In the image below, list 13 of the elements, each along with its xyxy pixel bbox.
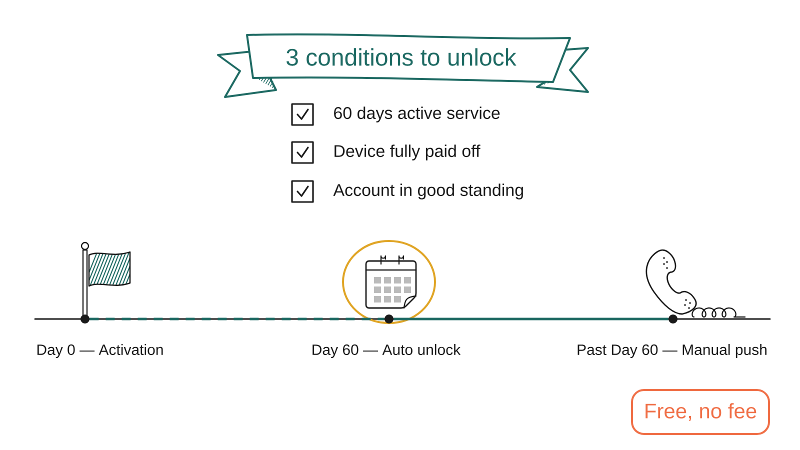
milestone-label: Past Day 60 — Manual push (578, 344, 766, 358)
timeline-segment (90, 318, 384, 320)
checklist-item: 60 days active service (334, 106, 500, 122)
checklist-item: Device fully paid off (334, 144, 480, 160)
checklist-item: Account in good standing (333, 184, 523, 200)
timeline-dot (80, 314, 90, 324)
timeline-segment (394, 318, 668, 320)
milestone-label: Day 0 — Activation (37, 344, 163, 358)
milestone-label: Day 60 — Auto unlock (312, 344, 461, 358)
timeline-dot (668, 314, 678, 324)
timeline-dot (384, 314, 394, 324)
banner-title: 3 conditions to unlock (286, 48, 516, 66)
note-box: Free, no fee (631, 389, 770, 435)
